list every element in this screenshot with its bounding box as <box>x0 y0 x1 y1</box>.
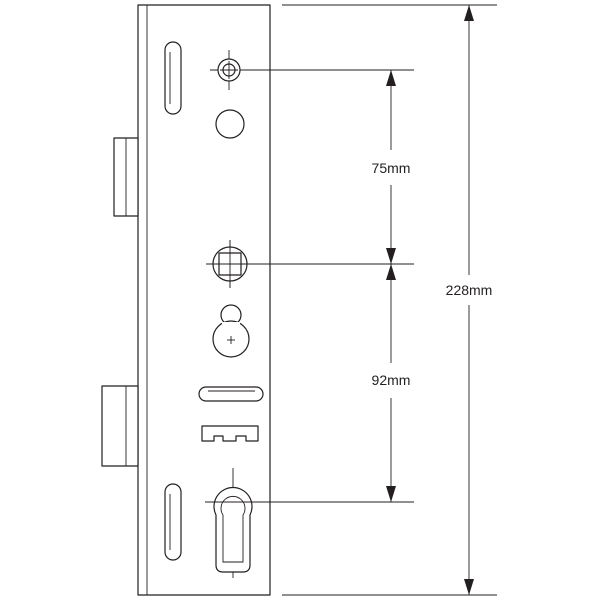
top-fixing-hole <box>210 50 250 90</box>
keyhole <box>212 304 250 358</box>
dimension-75 <box>386 70 396 264</box>
dimension-228 <box>464 5 474 595</box>
dimension-label-92: 92mm <box>372 372 411 388</box>
castellated-cutout <box>201 425 259 442</box>
fixing-slot-upper <box>164 41 182 115</box>
dimension-label-228: 228mm <box>446 282 493 298</box>
dimension-92 <box>386 264 396 502</box>
horizontal-slot <box>198 386 264 402</box>
euro-cylinder-hole <box>205 468 262 578</box>
fixing-slot-lower <box>164 483 182 561</box>
latch-tongue-upper <box>113 137 139 217</box>
deadbolt-lower <box>101 385 139 467</box>
round-hole <box>215 109 245 139</box>
dimension-label-75: 75mm <box>372 160 411 176</box>
spindle-hole <box>206 240 258 288</box>
